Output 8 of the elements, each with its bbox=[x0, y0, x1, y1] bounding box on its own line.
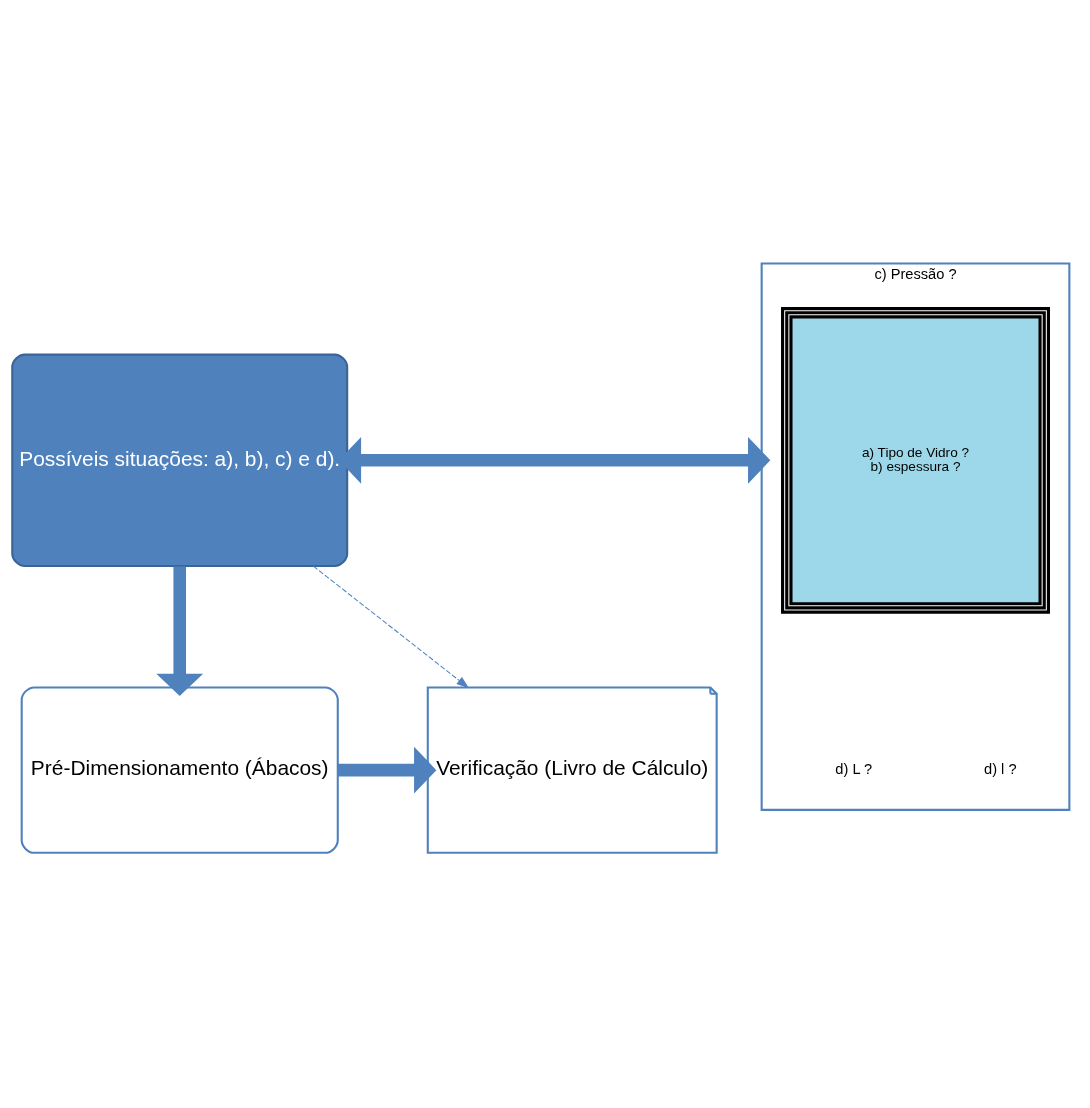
arrow bbox=[312, 565, 470, 689]
arrow bbox=[156, 566, 204, 696]
arrow bbox=[338, 746, 437, 794]
label: d) L ? bbox=[835, 761, 873, 777]
label: d) l ? bbox=[984, 761, 1017, 777]
node-box: Possíveis situações: a), b), c) e d). bbox=[11, 353, 349, 568]
node-box: Pré-Dimensionamento (Ábacos) bbox=[20, 686, 339, 854]
node-box: a) Tipo de Vidro ? b) espessura ? bbox=[781, 307, 1050, 614]
